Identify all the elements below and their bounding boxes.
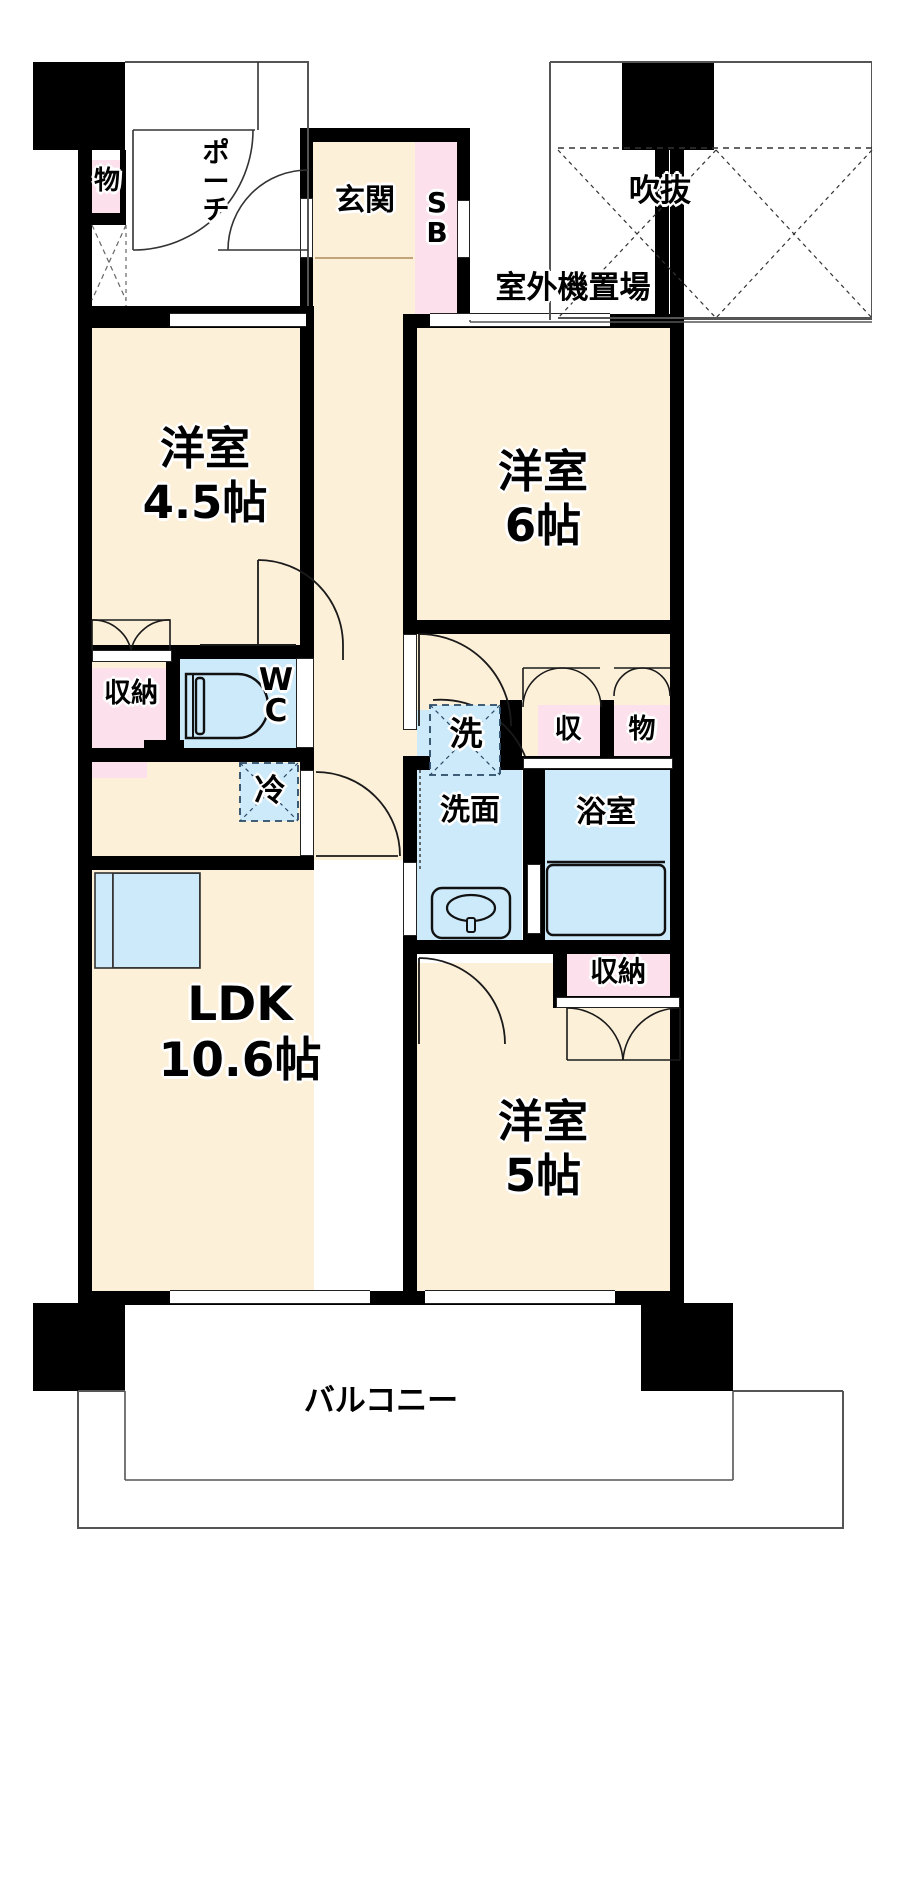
label-wc-w: W — [258, 662, 294, 698]
label-ldk: LDK 10.6帖 — [140, 980, 340, 1086]
label-room-5-size: 5帖 — [504, 1148, 582, 1202]
wall-sen-right — [500, 700, 522, 762]
wall-between-senmen-yoku — [523, 770, 545, 870]
door-washroom-opening[interactable] — [403, 862, 417, 936]
label-washer: 洗 — [449, 714, 483, 753]
label-porch: ポ ー チ — [196, 138, 236, 227]
label-room-45-name: 洋室 — [159, 422, 250, 475]
label-porch-char1: ポ — [202, 138, 230, 169]
label-porch-char2: ー — [202, 166, 230, 198]
window-45-top — [170, 313, 306, 327]
label-shitsugaiki: 室外機置場 — [495, 270, 651, 306]
wall-osame-mid — [600, 700, 614, 760]
wall-outer-right — [670, 320, 684, 1303]
door-hall-opening[interactable] — [300, 770, 314, 856]
wall-ldk-right — [403, 954, 417, 1303]
label-room-6-size: 6帖 — [504, 498, 582, 552]
label-porch-char3: チ — [202, 195, 230, 227]
label-room-45-size: 4.5帖 — [142, 475, 268, 529]
label-shuno-right: 収納 — [589, 955, 646, 988]
door-45-opening[interactable] — [296, 658, 314, 748]
room-yoshitsu-6 — [415, 328, 670, 630]
label-balcony: バルコニー — [303, 1383, 459, 1419]
wall-genkan-top — [300, 128, 470, 142]
label-room-5-name: 洋室 — [497, 1095, 588, 1148]
closet-left-opening[interactable] — [92, 650, 172, 662]
wall-hall-left — [300, 318, 314, 668]
door-6-opening[interactable] — [403, 634, 417, 730]
wall-6-bottom — [403, 620, 684, 634]
wall-mono-top-bottom — [78, 213, 126, 225]
label-wc: W C — [254, 665, 298, 727]
kitchen-counter-side — [95, 873, 113, 968]
label-refrigerator: 冷 — [254, 773, 286, 809]
genkan-room — [313, 140, 415, 320]
wall-genkan-left — [300, 128, 313, 198]
label-wc-c: C — [264, 693, 288, 729]
wall-hall-right-2 — [403, 760, 417, 870]
label-sb-b: B — [426, 215, 448, 249]
label-senmen-1: 洗面 — [440, 793, 500, 828]
door-bath-opening[interactable] — [527, 864, 541, 934]
label-shuno-left: 収納 — [104, 678, 158, 709]
storage-osame — [538, 705, 600, 760]
wall-mono-top-right — [120, 150, 126, 220]
column-top-left — [33, 62, 125, 150]
closet-osame-opening[interactable] — [523, 758, 673, 769]
door-genkan-opening[interactable] — [300, 198, 313, 258]
storage-mono-right — [613, 705, 670, 760]
label-room-6: 洋室 6帖 — [458, 448, 628, 549]
window-5-bottom — [425, 1290, 615, 1304]
wall-porch-left-stub — [78, 150, 92, 318]
window-ldk-bottom — [170, 1290, 370, 1304]
wall-washroom-bottom — [403, 940, 684, 954]
label-ldk-size: 10.6帖 — [158, 1032, 322, 1088]
column-top-right — [622, 62, 714, 150]
closet-shuno-right-opening[interactable] — [556, 997, 680, 1008]
label-sb-s: S — [426, 186, 448, 219]
column-bottom-right — [641, 1303, 733, 1391]
wall-wc-left — [166, 645, 180, 748]
label-senmen: 洗面 — [428, 795, 512, 827]
label-osame: 収 — [554, 714, 582, 745]
wall-genkan-right2 — [457, 258, 470, 320]
wall-storage-left-bottom — [144, 740, 184, 762]
wall-hall-right — [403, 318, 417, 630]
wall-wc-bottom — [78, 748, 314, 762]
label-genkan: 玄関 — [335, 183, 395, 218]
label-sb: S B — [418, 188, 456, 247]
label-room-6-name: 洋室 — [497, 445, 588, 498]
window-6-top — [430, 313, 610, 327]
storage-shuno-right — [565, 945, 670, 1003]
storage-mono-top — [86, 160, 126, 215]
door-sb-opening[interactable] — [457, 200, 470, 258]
label-yokushitsu: 浴室 — [576, 795, 636, 830]
storage-shuno-left — [92, 668, 169, 740]
label-fukinuke: 吹抜 — [629, 173, 691, 209]
label-storage-mono-top: 物 — [93, 166, 120, 196]
label-room-45: 洋室 4.5帖 — [120, 425, 290, 526]
wall-shuno-right-left — [553, 940, 567, 1008]
hallway-lower — [313, 760, 415, 860]
wall-ldk-top — [78, 856, 314, 870]
label-room-5: 洋室 5帖 — [458, 1098, 628, 1199]
column-bottom-left — [33, 1303, 125, 1391]
wall-outer-left — [78, 150, 92, 1303]
label-mono-right: 物 — [628, 714, 656, 745]
shoe-box-sb — [415, 140, 458, 320]
label-ldk-name: LDK — [187, 977, 293, 1032]
wall-genkan-right — [457, 128, 470, 200]
bathroom-yokushitsu — [540, 760, 670, 940]
